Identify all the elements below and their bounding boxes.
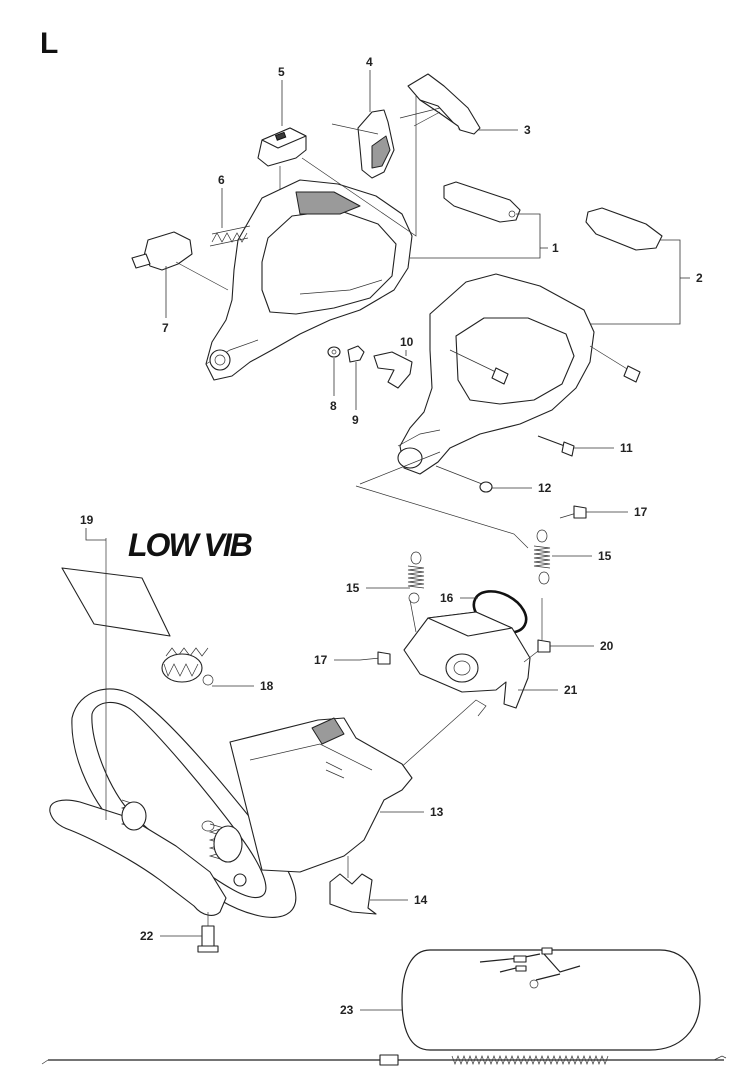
label-8: 8 — [330, 399, 337, 413]
part-3-throttle-lever — [399, 73, 481, 135]
part-23-cable — [41, 947, 727, 1066]
handle-housing-left — [205, 179, 413, 381]
part-12-screw — [435, 465, 493, 493]
low-vib-logo: LOW VIB — [128, 527, 254, 563]
part-8-washer — [327, 346, 341, 358]
part-labels: 1 2 3 4 5 6 7 8 9 10 11 12 13 14 15 15 1… — [80, 55, 703, 1017]
label-1: 1 — [552, 241, 559, 255]
label-4: 4 — [366, 55, 373, 69]
handle-spring-right — [201, 820, 243, 863]
label-17-right: 17 — [634, 505, 648, 519]
part-18-spring — [161, 647, 214, 686]
part-10-clip — [373, 351, 413, 389]
low-vib-logo-text: LOW VIB — [128, 527, 252, 563]
part-17-screw-right — [559, 505, 587, 519]
part-1-cover-piece — [443, 181, 521, 223]
part-9-nut — [347, 345, 365, 363]
label-17-left: 17 — [314, 653, 328, 667]
label-3: 3 — [524, 123, 531, 137]
part-15-spring-left — [407, 551, 425, 604]
label-2: 2 — [696, 271, 703, 285]
leader-lines — [85, 70, 690, 1011]
part-5-switch — [257, 127, 307, 190]
label-7: 7 — [162, 321, 169, 335]
part-4-bracket — [331, 109, 395, 179]
part-19-decal — [61, 567, 171, 637]
part-17-screw-left — [359, 651, 391, 665]
label-22: 22 — [140, 929, 154, 943]
label-14: 14 — [414, 893, 428, 907]
section-letter: L — [40, 27, 58, 60]
handle-spring-left — [120, 799, 147, 831]
label-9: 9 — [352, 413, 359, 427]
label-10: 10 — [400, 335, 414, 349]
label-20: 20 — [600, 639, 614, 653]
housing-screw-left — [449, 349, 509, 385]
part-6-spring — [209, 225, 251, 247]
part-11-screw — [537, 435, 575, 457]
label-13: 13 — [430, 805, 444, 819]
label-15-right: 15 — [598, 549, 612, 563]
part-2-cover-piece — [585, 207, 663, 251]
part-14-clip — [329, 856, 377, 915]
label-15-left: 15 — [346, 581, 360, 595]
label-12: 12 — [538, 481, 552, 495]
part-22-screw — [197, 912, 219, 953]
assembly-guide-lines-upper — [301, 96, 529, 549]
label-18: 18 — [260, 679, 274, 693]
label-6: 6 — [218, 173, 225, 187]
part-15-spring-right — [533, 529, 551, 585]
part-21-mount-block — [403, 611, 531, 709]
label-19: 19 — [80, 513, 94, 527]
label-21: 21 — [564, 683, 578, 697]
part-7-trigger — [131, 231, 229, 291]
label-11: 11 — [620, 441, 633, 455]
label-5: 5 — [278, 65, 285, 79]
housing-screw-right — [589, 345, 641, 383]
label-23: 23 — [340, 1003, 354, 1017]
label-16: 16 — [440, 591, 454, 605]
assembly-guide-lines-middle — [397, 598, 543, 771]
part-20-screw — [523, 639, 551, 663]
